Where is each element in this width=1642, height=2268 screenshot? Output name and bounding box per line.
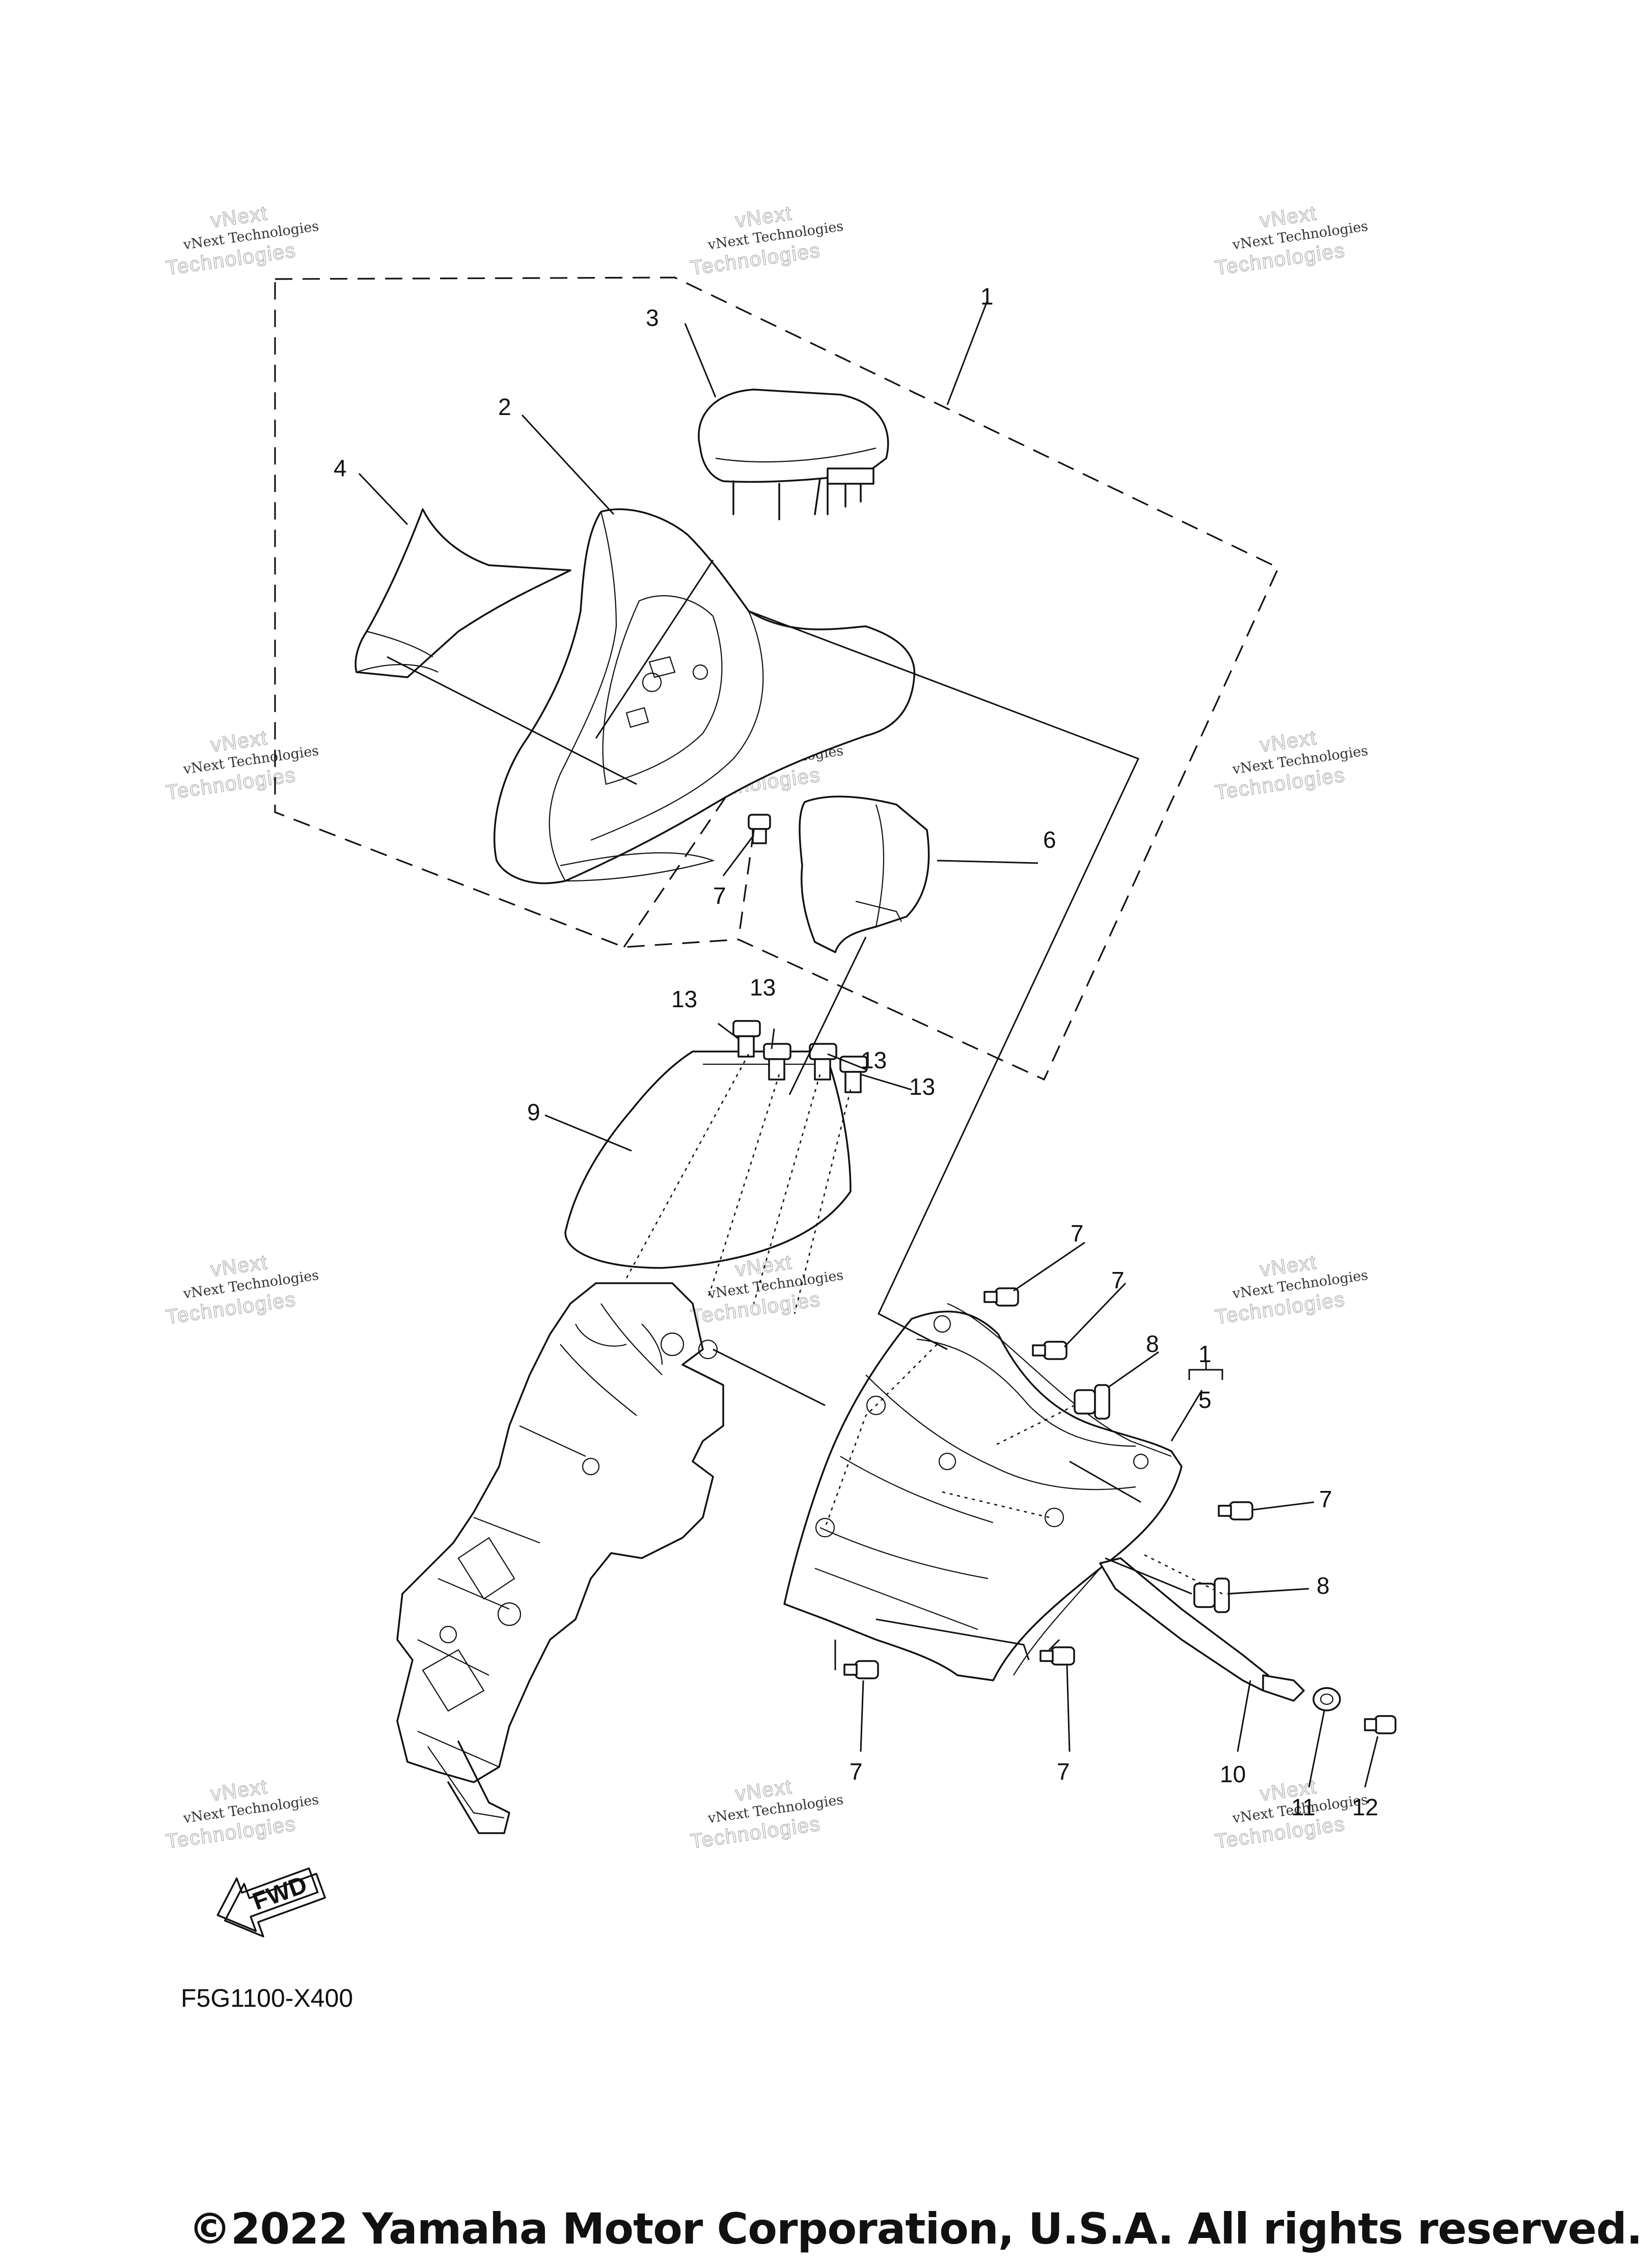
part-7-screw-e[interactable]	[843, 1660, 879, 1679]
part-10-support-rod[interactable]	[1099, 1557, 1305, 1702]
callout-8-a: 8	[1146, 1331, 1159, 1357]
part-7-screw-d[interactable]	[1218, 1501, 1253, 1520]
watermark: vNext vNext Technologies Technologies	[164, 1251, 320, 1329]
part-4-front-emblem[interactable]	[354, 508, 571, 678]
callout-13-c: 13	[861, 1047, 887, 1073]
callout-2: 2	[498, 394, 511, 420]
leader-lines	[358, 301, 1379, 1788]
copyright-notice: ©2022 Yamaha Motor Corporation, U.S.A. A…	[188, 2204, 1642, 2254]
part-7-screw-f[interactable]	[1039, 1646, 1075, 1666]
callout-4: 4	[334, 455, 347, 481]
part-12-screw[interactable]	[1364, 1715, 1397, 1734]
callout-13-d: 13	[909, 1073, 935, 1100]
watermark: vNext vNext Technologies Technologies	[164, 726, 320, 805]
part-7-screw-b[interactable]	[983, 1287, 1019, 1307]
watermark: vNext vNext Technologies Technologies	[164, 202, 320, 280]
callout-9: 9	[527, 1099, 540, 1125]
frame-bracket	[396, 1282, 724, 1834]
callout-3: 3	[646, 305, 659, 331]
callout-7-c: 7	[1111, 1267, 1125, 1293]
callout-5: 5	[1198, 1387, 1212, 1413]
watermark-grid: vNext vNext Technologies Technologies vN…	[164, 202, 1369, 1854]
part-7-screw-upper[interactable]	[748, 814, 771, 844]
assembly-lines	[387, 560, 1223, 1670]
kit-1-dashed-boundary	[274, 276, 1280, 1081]
watermark: vNext vNext Technologies Technologies	[1213, 1251, 1369, 1329]
part-6-inner-panel[interactable]	[799, 795, 930, 953]
drawing-code: F5G1100-X400	[181, 1984, 353, 2012]
part-2-front-cowl[interactable]	[493, 508, 916, 884]
fwd-arrow-icon: FWD	[216, 1867, 326, 1938]
callout-7-e: 7	[850, 1758, 863, 1785]
callout-11: 11	[1291, 1794, 1316, 1820]
part-13-bolt-c[interactable]	[809, 1043, 837, 1081]
part-7-screw-c[interactable]	[1032, 1341, 1068, 1360]
part-5-leg-shield[interactable]	[783, 1303, 1183, 1681]
callout-1-top: 1	[980, 283, 994, 310]
watermark: vNext vNext Technologies Technologies	[1213, 202, 1369, 280]
callout-7-d: 7	[1319, 1486, 1332, 1512]
watermark: vNext vNext Technologies Technologies	[1213, 726, 1369, 805]
part-13-bolt-b[interactable]	[763, 1043, 791, 1081]
part-13-bolt-a[interactable]	[732, 1020, 761, 1058]
part-11-collar[interactable]	[1312, 1687, 1341, 1711]
part-8-grommet-upper[interactable]	[1074, 1384, 1110, 1420]
callout-10: 10	[1220, 1761, 1246, 1787]
callout-7-b: 7	[1071, 1220, 1084, 1247]
parts-diagram: vNext vNext Technologies Technologies vN…	[164, 202, 1397, 1938]
watermark: vNext vNext Technologies Technologies	[689, 1775, 844, 1854]
callout-13-b: 13	[750, 974, 776, 1001]
watermark: vNext vNext Technologies Technologies	[164, 1775, 320, 1854]
callout-6: 6	[1043, 826, 1056, 853]
svg-text:FWD: FWD	[249, 1871, 311, 1916]
part-8-grommet-lower[interactable]	[1193, 1578, 1230, 1613]
callout-numbers: 1 3 2 4 6 7 13 13 13 13 9 7 7 8 1 5 7 8 …	[334, 283, 1378, 1820]
callout-7-f: 7	[1057, 1758, 1070, 1785]
callout-12: 12	[1352, 1794, 1378, 1820]
callout-1-kit: 1	[1198, 1341, 1212, 1367]
callout-13-a: 13	[671, 986, 697, 1012]
callout-8-b: 8	[1317, 1572, 1330, 1599]
part-3-meter-visor[interactable]	[698, 389, 889, 520]
watermark: vNext vNext Technologies Technologies	[689, 202, 844, 280]
callout-7-a: 7	[713, 882, 726, 909]
part-9-windscreen[interactable]	[564, 1050, 852, 1269]
